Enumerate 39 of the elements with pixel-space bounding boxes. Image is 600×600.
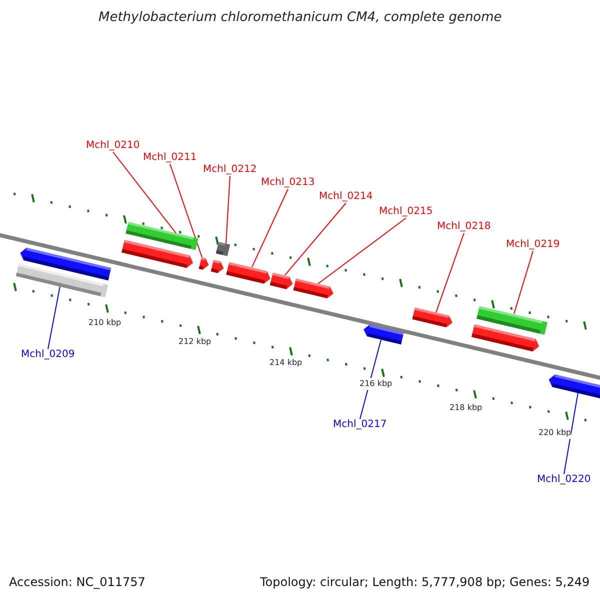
leader-line — [252, 188, 288, 268]
gene-label: Mchl_0220 — [537, 474, 591, 486]
leader-line — [226, 176, 230, 244]
footer-text: Topology: circular; Length: 5,777,908 bp; Genes: 5,249 — [260, 575, 590, 589]
gene-feature — [198, 257, 210, 271]
gene-feature — [362, 324, 404, 344]
gene-feature — [270, 272, 294, 290]
leader-line — [564, 392, 578, 474]
gene-label: Mchl_0219 — [506, 239, 560, 251]
leader-line — [48, 286, 60, 350]
gene-label: Mchl_0215 — [379, 206, 433, 218]
scale-label: 218 kbp — [450, 402, 482, 414]
gene-feature — [471, 324, 541, 352]
gene-label: Mchl_0218 — [437, 221, 491, 233]
scale-label: 220 kbp — [538, 427, 572, 439]
leader-line — [112, 152, 176, 234]
title: Methylobacterium chloromethanicum CM4, complete genome — [98, 10, 502, 26]
scale-label: 212 kbp — [178, 336, 212, 348]
gene-label: Mchl_0217 — [333, 419, 387, 431]
leader-line — [514, 250, 534, 314]
gene-feature — [210, 260, 226, 274]
scale-label: 214 kbp — [270, 357, 302, 369]
gene-label: Mchl_0214 — [319, 191, 373, 203]
gene-feature — [121, 239, 195, 269]
leader-line — [284, 202, 346, 276]
leader-line — [170, 164, 202, 258]
scale-label: 216 kbp — [360, 378, 392, 390]
leader-line — [436, 232, 464, 314]
gene-bar — [16, 263, 108, 297]
gene-feature — [412, 308, 454, 328]
gene-label: Mchl_0211 — [143, 152, 197, 164]
gene-label: Mchl_0213 — [261, 177, 315, 189]
scale-label: 210 kbp — [88, 317, 122, 329]
gene-label: Mchl_0212 — [203, 164, 257, 176]
gene-label: Mchl_0210 — [86, 140, 140, 152]
gene-feature — [547, 372, 600, 400]
footer-text: Accession: NC_011757 — [9, 575, 146, 589]
leader-line — [318, 218, 406, 284]
gene-label: Mchl_0209 — [21, 349, 75, 361]
